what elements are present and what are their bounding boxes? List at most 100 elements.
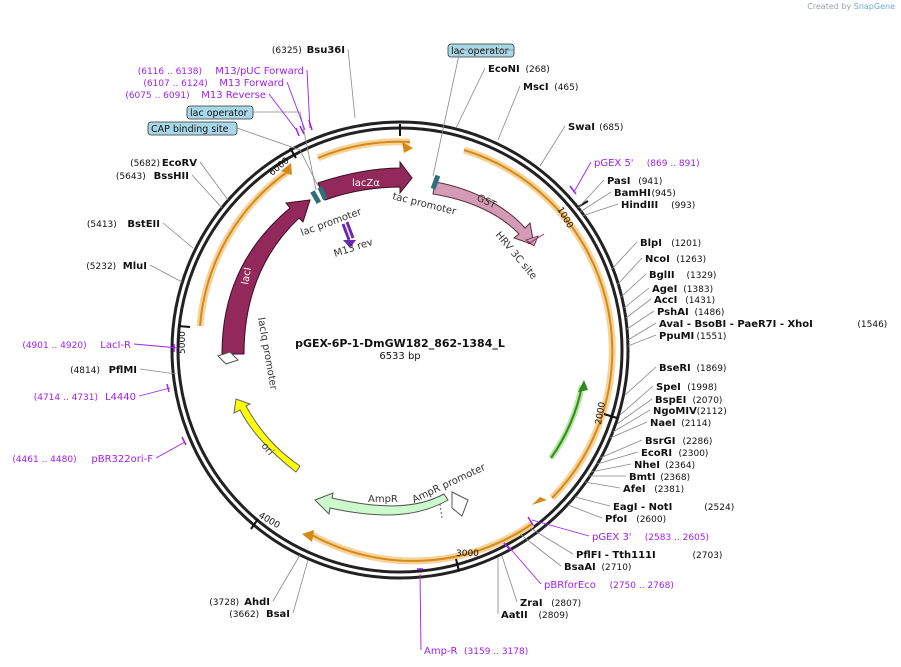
backbone-outer <box>170 120 630 580</box>
primer-range-l4440: (4714 .. 4731) <box>34 393 98 403</box>
site-nhei: NheI <box>634 460 660 471</box>
site-eagi: EagI - NotI <box>613 502 672 513</box>
laciq-label: lacIq promoter <box>255 317 279 392</box>
site-pos-bseri: (1869) <box>697 364 727 374</box>
site-naei: NaeI <box>650 418 676 429</box>
site-mlui: MluI <box>123 261 147 272</box>
primer-range-m13-reverse: (6075 .. 6091) <box>125 91 189 101</box>
primer-mark-m13-forward <box>299 125 305 135</box>
primer-mark-pgex-5- <box>569 185 577 195</box>
tick-5000: 5000 <box>178 331 188 354</box>
site-econi: EcoNI <box>488 64 520 75</box>
site-pos-ecori: (2300) <box>679 449 709 459</box>
ampr-arrow <box>314 492 449 516</box>
primer-m13-reverse: M13 Reverse <box>201 90 266 101</box>
primer-mark-m13-puc-forward <box>308 119 313 131</box>
primer-range-m13-puc-forward: (6116 .. 6138) <box>138 67 202 77</box>
site-pos-bsrgi: (2286) <box>683 437 713 447</box>
site-bamhi: BamHI <box>614 188 651 199</box>
site-blpi: BlpI <box>640 238 662 249</box>
site-bglii: BglII <box>649 270 675 281</box>
site-hindiii: HindIII <box>621 200 658 211</box>
site-aatii: AatII <box>501 610 528 621</box>
primer-m13-puc-forward: M13/pUC Forward <box>215 66 304 77</box>
primer-range-pbr322ori-f: (4461 .. 4480) <box>12 455 76 465</box>
site-pos-eagi: (2524) <box>704 503 734 513</box>
site-pflfi: PflFI - Tth111I <box>576 550 656 561</box>
site-pos-msci: (465) <box>554 83 578 93</box>
site-agei: AgeI <box>652 284 677 295</box>
site-pos-ppumi: (1551) <box>697 332 727 342</box>
primer-range-amp-r: (3159 .. 3178) <box>464 647 528 657</box>
tag-cap-binding-site: CAP binding site <box>151 124 229 135</box>
site-pos-nhei: (2364) <box>665 461 695 471</box>
site-pos-bsu36i: (6325) <box>272 46 302 56</box>
primer-mark-pbrforeco <box>503 542 511 551</box>
site-pos-aatii: (2809) <box>539 611 569 621</box>
site-bspei: BspEI <box>655 395 686 406</box>
site-pos-econi: (268) <box>526 65 550 75</box>
site-msci: MscI <box>523 82 549 93</box>
lacza-label: lacZα <box>352 178 380 189</box>
site-pos-zrai: (2807) <box>551 599 581 609</box>
site-ecori: EcoRI <box>641 448 672 459</box>
site-pos-mlui: (5232) <box>86 262 116 272</box>
site-bsshii: BssHII <box>154 171 189 182</box>
tag-lac-operator-top: lac operator <box>451 46 509 57</box>
site-bseri: BseRI <box>659 363 691 374</box>
primer-pbr322ori-f: pBR322ori-F <box>91 454 153 465</box>
site-pos-bsaai: (2710) <box>602 563 632 573</box>
site-pos-naei: (2114) <box>681 419 711 429</box>
primer-mark-pgex-3- <box>527 516 534 526</box>
site-pos-agei: (1383) <box>683 285 713 295</box>
primer-l4440: L4440 <box>105 392 136 403</box>
site-swai: SwaI <box>568 122 595 133</box>
site-pos-bglii: (1329) <box>687 271 717 281</box>
site-pos-pshai: (1486) <box>695 308 725 318</box>
primer-pgex-5-: pGEX 5' <box>594 158 634 169</box>
site-pos-hindiii: (993) <box>671 201 695 211</box>
laci-label: lacI <box>240 267 254 286</box>
site-pos-bamhi: (945) <box>652 189 676 199</box>
site-pos-bspei: (2070) <box>693 396 723 406</box>
laci-arrow <box>221 199 311 355</box>
primer-range-pgex-5-: (869 .. 891) <box>647 159 700 169</box>
site-pshai: PshAI <box>657 307 689 318</box>
site-pos-bsai: (3662) <box>229 610 259 620</box>
primer-range-pbrforeco: (2750 .. 2768) <box>610 581 674 591</box>
lacza-arrow <box>317 160 413 201</box>
primer-mark-pbr322ori-f <box>181 436 187 446</box>
site-ahdi: AhdI <box>244 597 270 608</box>
snapgene-credit: Created by SnapGene <box>807 2 895 11</box>
site-pos-afei: (2381) <box>654 485 684 495</box>
site-ncoi: NcoI <box>645 254 670 265</box>
amprpromoter-label: AmpR promoter <box>411 462 488 506</box>
site-pos-blpi: (1201) <box>671 239 701 249</box>
site-pflmi: PflMI <box>109 365 137 376</box>
site-bsrgi: BsrGI <box>645 436 675 447</box>
primer-pgex-3-: pGEX 3' <box>592 532 632 543</box>
site-pos-pflmi: (4814) <box>70 366 100 376</box>
ampr-label: AmpR <box>368 494 398 505</box>
site-zrai: ZraI <box>520 598 543 609</box>
site-pos-pfoi: (2600) <box>636 515 666 525</box>
primer-mark-l4440 <box>166 383 170 393</box>
site-pos-pasi: (941) <box>638 177 662 187</box>
site-pos-bsshii: (5643) <box>116 172 146 182</box>
site-bsteii: BstEII <box>127 219 160 230</box>
site-pos-acci: (1431) <box>685 296 715 306</box>
site-bmti: BmtI <box>629 472 656 483</box>
site-pos-bsteii: (5413) <box>87 220 117 230</box>
site-pasi: PasI <box>607 176 630 187</box>
site-avai: AvaI - BsoBI - PaeR7I - XhoI <box>659 319 813 330</box>
site-bsai: BsaI <box>266 609 290 620</box>
plasmid-name: pGEX-6P-1-DmGW182_862-1384_L <box>295 337 505 350</box>
site-spei: SpeI <box>656 382 681 393</box>
plasmid-size: 6533 bp <box>379 351 420 362</box>
site-pfoi: PfoI <box>605 514 627 525</box>
site-ecorv: EcoRV <box>162 158 197 169</box>
site-afei: AfeI <box>623 484 646 495</box>
primer-amp-r: Amp-R <box>424 646 458 657</box>
primer-m13-forward: M13 Forward <box>219 78 284 89</box>
